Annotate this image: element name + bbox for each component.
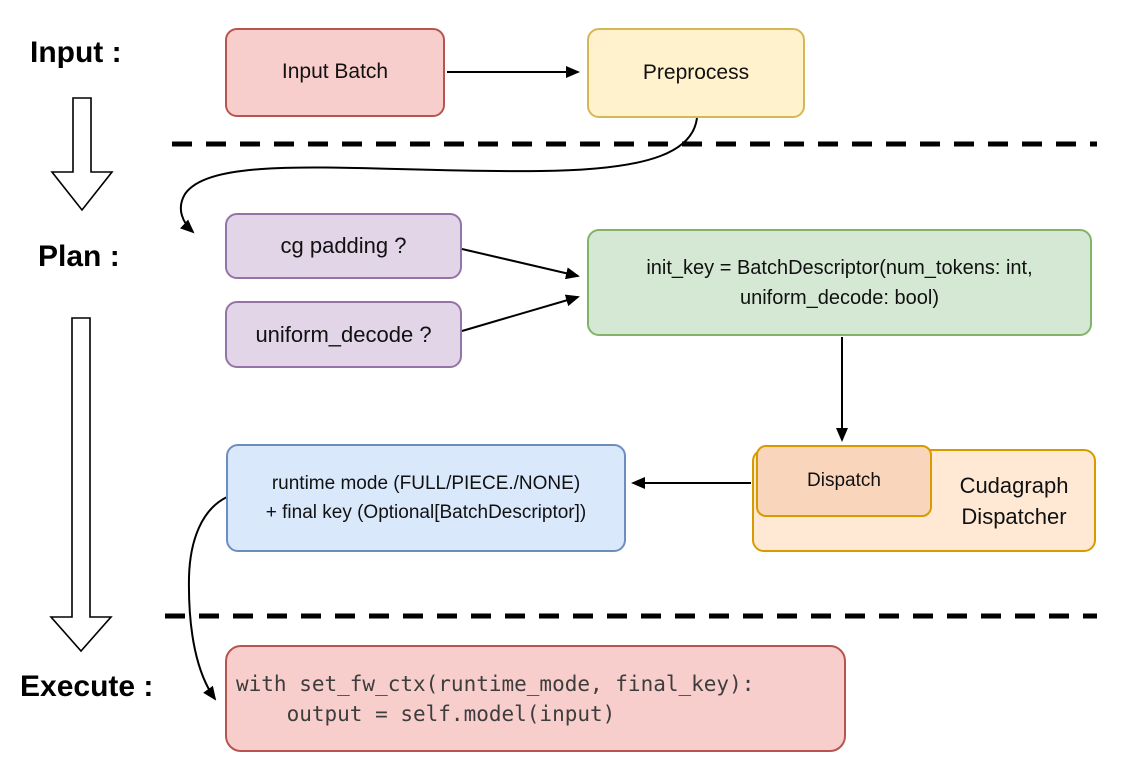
- arrow-runtime-to-execute-code: [187, 496, 228, 701]
- input-batch-node: Input Batch: [225, 28, 445, 117]
- stage-arrow-input-to-plan: [50, 97, 114, 212]
- arrow-uniformdecode-to-initkey: [461, 294, 580, 332]
- cudagraph-dispatcher-line1: Cudagraph: [959, 472, 1069, 498]
- plan-stage-label: Plan :: [38, 240, 120, 273]
- stage-arrow-plan-to-execute: [49, 317, 113, 653]
- uniform-decode-label: uniform_decode ?: [255, 321, 432, 347]
- arrow-preprocess-to-cgpadding: [179, 117, 698, 234]
- runtime-mode-line1: runtime mode (FULL/PIECE./NONE): [271, 473, 581, 494]
- input-stage-label: Input :: [30, 36, 122, 69]
- runtime-mode-line2: + final key (Optional[BatchDescriptor]): [265, 502, 587, 523]
- cg-padding-node: cg padding ?: [225, 213, 462, 279]
- cudagraph-dispatcher-line2: Dispatcher: [961, 503, 1067, 529]
- execute-stage-label: Execute :: [20, 670, 154, 703]
- cg-padding-label: cg padding ?: [280, 233, 407, 259]
- arrow-cgpadding-to-initkey: [461, 248, 580, 280]
- dispatch-label: Dispatch: [807, 470, 881, 492]
- cudagraph-dispatcher-label: Cudagraph Dispatcher: [932, 451, 1096, 550]
- init-key-line2: uniform_decode: bool): [739, 286, 939, 309]
- input-batch-label: Input Batch: [281, 60, 389, 84]
- preprocess-label: Preprocess: [642, 60, 750, 84]
- uniform-decode-node: uniform_decode ?: [225, 301, 462, 368]
- dispatch-node: Dispatch: [756, 445, 932, 517]
- preprocess-node: Preprocess: [587, 28, 805, 118]
- init-key-node: init_key = BatchDescriptor(num_tokens: i…: [587, 229, 1092, 336]
- execute-code-line1: with set_fw_ctx(runtime_mode, final_key)…: [236, 671, 755, 696]
- init-key-line1: init_key = BatchDescriptor(num_tokens: i…: [646, 256, 1033, 279]
- execute-code-line2: output = self.model(input): [236, 701, 616, 726]
- execute-code-node: with set_fw_ctx(runtime_mode, final_key)…: [225, 645, 846, 752]
- runtime-mode-node: runtime mode (FULL/PIECE./NONE) + final …: [226, 444, 626, 552]
